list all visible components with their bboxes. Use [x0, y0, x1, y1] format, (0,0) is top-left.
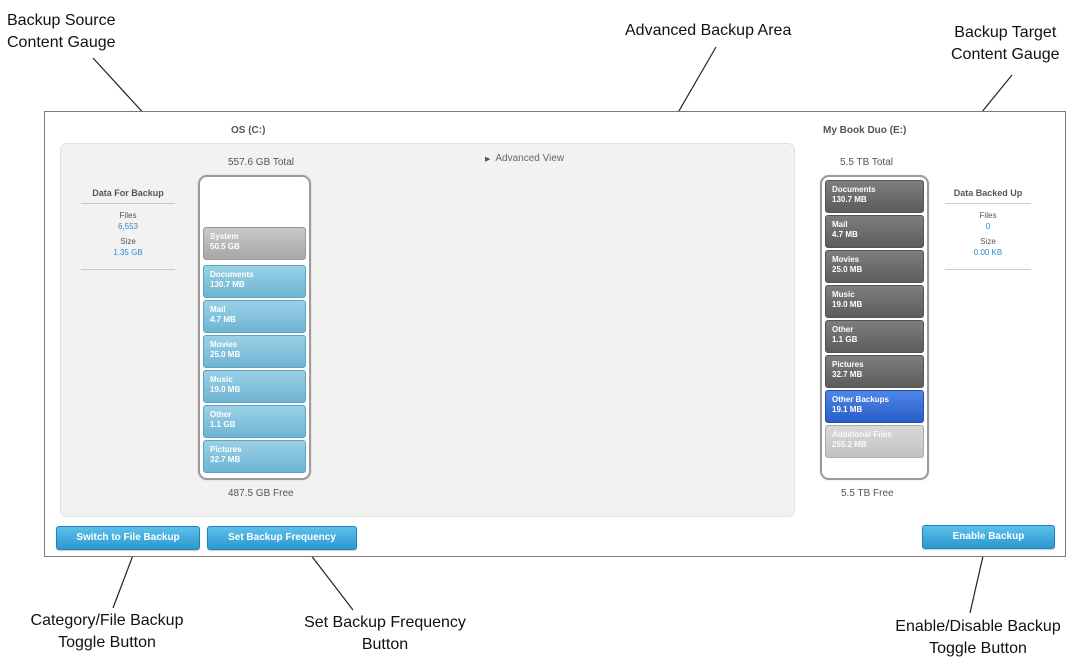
source-free-label: 487.5 GB Free	[228, 488, 294, 499]
target-stats-divider	[945, 269, 1031, 270]
segment-name: Mail	[210, 305, 226, 314]
segment-name: Other	[210, 410, 232, 419]
segment-name: Movies	[210, 340, 238, 349]
advanced-backup-area[interactable]	[60, 143, 795, 517]
segment-size: 32.7 MB	[210, 455, 241, 464]
segment-name: Other	[832, 325, 854, 334]
source-stats-divider	[81, 269, 175, 270]
callout-frequency-button: Set Backup Frequency Button	[304, 614, 466, 653]
segment-name: Documents	[210, 270, 254, 279]
callout-advanced-area: Advanced Backup Area	[625, 22, 792, 39]
segment-name: System	[210, 232, 239, 241]
enable-backup-button[interactable]: Enable Backup	[922, 525, 1055, 549]
segment-size: 255.2 MB	[832, 440, 867, 449]
segment-size: 25.0 MB	[210, 350, 241, 359]
segment-name: Music	[210, 375, 233, 384]
callout-enable-button: Enable/Disable Backup Toggle Button	[895, 618, 1061, 657]
target-free-label: 5.5 TB Free	[841, 488, 894, 499]
segment-name: Pictures	[210, 445, 242, 454]
backup-window: OS (C:) My Book Duo (E:) 557.6 GB Total …	[44, 111, 1066, 557]
segment-size: 130.7 MB	[210, 280, 245, 289]
segment-size: 25.0 MB	[832, 265, 863, 274]
segment-name: Additional Files	[832, 430, 892, 439]
set-backup-frequency-button[interactable]: Set Backup Frequency	[207, 526, 357, 550]
target-stats-title: Data Backed Up	[945, 188, 1031, 204]
advanced-view-toggle[interactable]: ▶ Advanced View	[485, 153, 564, 164]
segment-size: 19.0 MB	[210, 385, 241, 394]
segment-size: 4.7 MB	[832, 230, 858, 239]
target-size-label: Size	[980, 237, 996, 246]
source-size-label: Size	[120, 237, 136, 246]
source-files-label: Files	[119, 211, 137, 220]
segment-name: Music	[832, 290, 855, 299]
callout-target-gauge: Backup Target Content Gauge	[951, 24, 1060, 63]
source-size-value: 1.35 GB	[113, 248, 143, 257]
source-total-label: 557.6 GB Total	[228, 157, 294, 168]
advanced-view-label: Advanced View	[495, 153, 565, 164]
switch-to-file-backup-button[interactable]: Switch to File Backup	[56, 526, 200, 550]
segment-size: 1.1 GB	[832, 335, 858, 344]
segment-name: Pictures	[832, 360, 864, 369]
segment-name: Other Backups	[832, 395, 889, 404]
segment-size: 4.7 MB	[210, 315, 236, 324]
source-drive-name: OS (C:)	[231, 125, 266, 136]
source-gauge-free-space	[203, 180, 306, 227]
segment-name: Documents	[832, 185, 876, 194]
source-backup-stats: Data For Backup Files 6,553 Size 1.35 GB	[81, 188, 175, 270]
callout-toggle-button: Category/File Backup Toggle Button	[30, 612, 184, 651]
source-stats-title: Data For Backup	[81, 188, 175, 204]
segment-size: 1.1 GB	[210, 420, 236, 429]
target-drive-name: My Book Duo (E:)	[823, 125, 907, 136]
segment-size: 19.0 MB	[832, 300, 863, 309]
segment-size: 130.7 MB	[832, 195, 867, 204]
segment-size: 50.5 GB	[210, 242, 240, 251]
segment-name: Movies	[832, 255, 860, 264]
target-backup-stats: Data Backed Up Files 0 Size 0.00 KB	[945, 188, 1031, 270]
segment-size: 19.1 MB	[832, 405, 863, 414]
callout-source-gauge: Backup Source Content Gauge	[7, 12, 116, 51]
source-files-value: 6,553	[117, 222, 139, 231]
target-files-value: 0	[985, 222, 991, 231]
target-files-label: Files	[979, 211, 997, 220]
target-total-label: 5.5 TB Total	[840, 157, 893, 168]
target-size-value: 0.00 KB	[973, 248, 1003, 257]
triangle-right-icon: ▶	[485, 156, 491, 163]
segment-size: 32.7 MB	[832, 370, 863, 379]
segment-name: Mail	[832, 220, 848, 229]
